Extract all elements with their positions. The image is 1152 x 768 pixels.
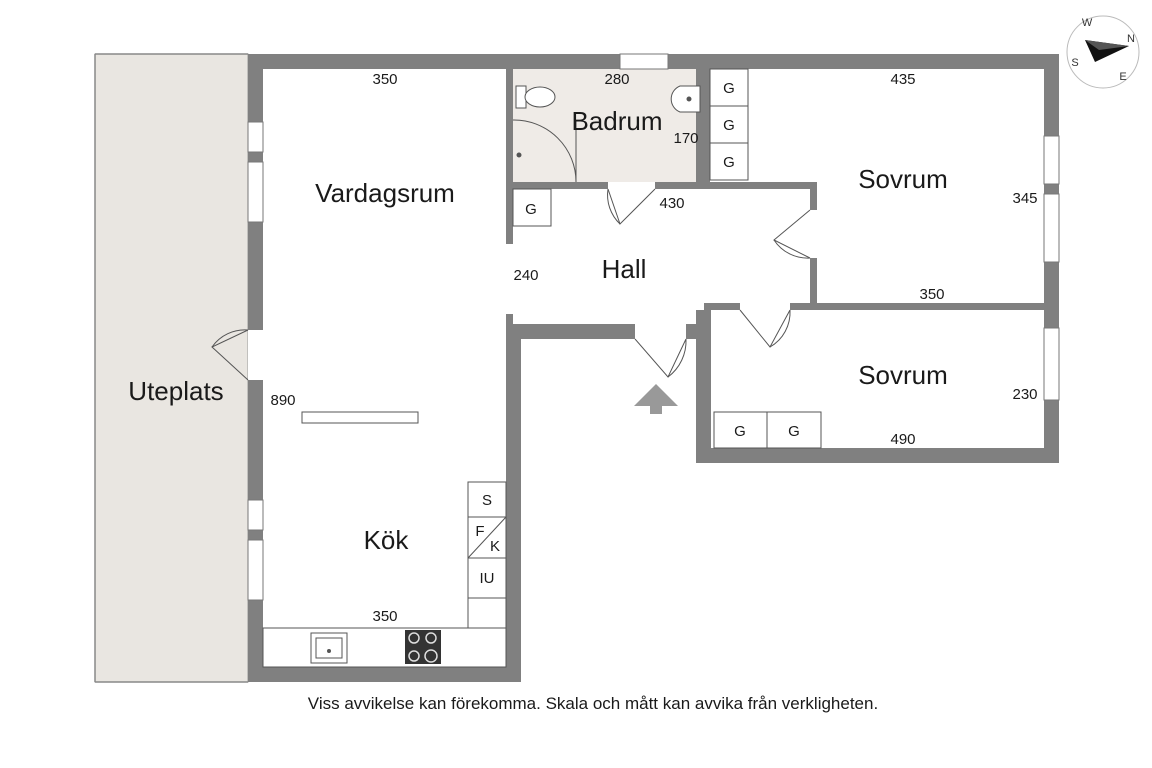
- entrance-arrow-icon: [634, 384, 678, 414]
- dimension: 240: [513, 267, 538, 284]
- wardrobes: [512, 68, 822, 449]
- wardrobe-label: G: [723, 117, 735, 134]
- kitchen-counter: [262, 481, 507, 668]
- wardrobe-label: G: [525, 201, 537, 218]
- dimension: 170: [673, 130, 698, 147]
- room-label-badrum: Badrum: [571, 106, 662, 136]
- wardrobe-label: G: [734, 423, 746, 440]
- compass-w: W: [1082, 17, 1093, 29]
- room-label-sovrum: Sovrum: [858, 164, 948, 194]
- sink-icon: [670, 85, 701, 113]
- room-label-kok: Kök: [364, 525, 410, 555]
- table: [301, 411, 419, 424]
- wardrobe-label: G: [723, 154, 735, 171]
- dimension: 345: [1012, 190, 1037, 207]
- dimension: 490: [890, 431, 915, 448]
- wardrobe-label: G: [723, 80, 735, 97]
- dimension: 350: [372, 608, 397, 625]
- dimension: 435: [890, 71, 915, 88]
- bathroom-fixtures: [515, 85, 701, 158]
- dimension: 430: [659, 195, 684, 212]
- dimension: 350: [372, 71, 397, 88]
- dimension: 350: [919, 286, 944, 303]
- appliance-label: IU: [480, 570, 495, 587]
- windows: [247, 53, 1060, 601]
- toilet-icon: [524, 86, 556, 108]
- compass-n: N: [1127, 33, 1135, 45]
- compass-icon: W N E S: [1066, 15, 1140, 89]
- dimension: 890: [270, 392, 295, 409]
- freezer-label: K: [490, 538, 500, 555]
- disclaimer: Viss avvikelse kan förekomma. Skala och …: [308, 694, 878, 713]
- room-label-hall: Hall: [602, 254, 647, 284]
- compass-s: S: [1071, 57, 1078, 69]
- wardrobe-label: G: [788, 423, 800, 440]
- doors: [211, 119, 811, 381]
- compass-e: E: [1119, 71, 1126, 83]
- patio: [94, 53, 249, 683]
- room-label-vardagsrum: Vardagsrum: [315, 178, 455, 208]
- room-label-sovrum: Sovrum: [858, 360, 948, 390]
- dimension: 230: [1012, 386, 1037, 403]
- room-label-uteplats: Uteplats: [128, 376, 223, 406]
- fridge-label: F: [475, 523, 484, 540]
- shower-icon: [516, 152, 522, 158]
- stove-label: S: [482, 492, 492, 509]
- dimension: 280: [604, 71, 629, 88]
